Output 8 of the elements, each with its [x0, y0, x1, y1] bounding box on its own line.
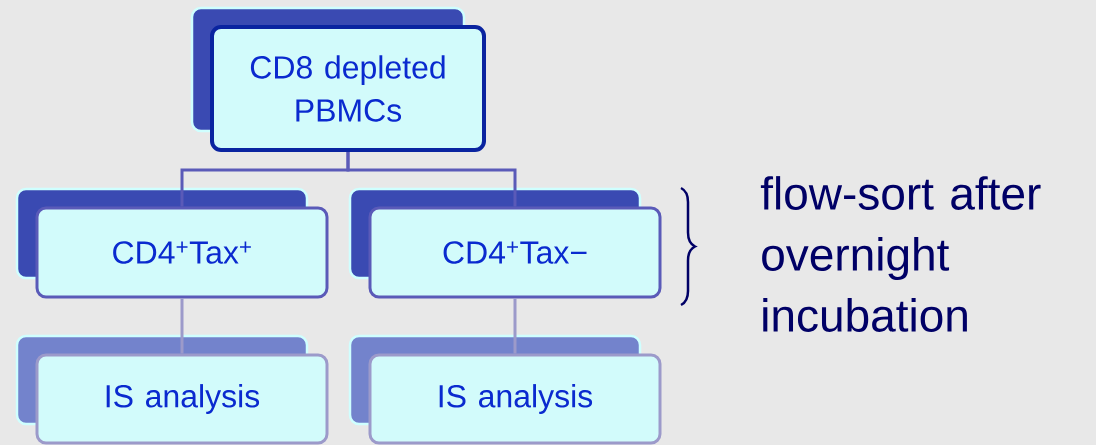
- process-box: CD4$^{+}$Tax−: [348, 187, 662, 299]
- note-text: flow-sort after overnight incubation: [760, 176, 1041, 332]
- process-box: CD8 depleted PBMCs: [190, 6, 486, 152]
- process-box: IS analysis: [348, 334, 662, 445]
- process-box: IS analysis: [15, 334, 329, 445]
- connector-line: [180, 298, 184, 354]
- connector-line: [513, 298, 517, 354]
- process-box: CD4$^{+}$Tax$^{+}$: [15, 187, 329, 299]
